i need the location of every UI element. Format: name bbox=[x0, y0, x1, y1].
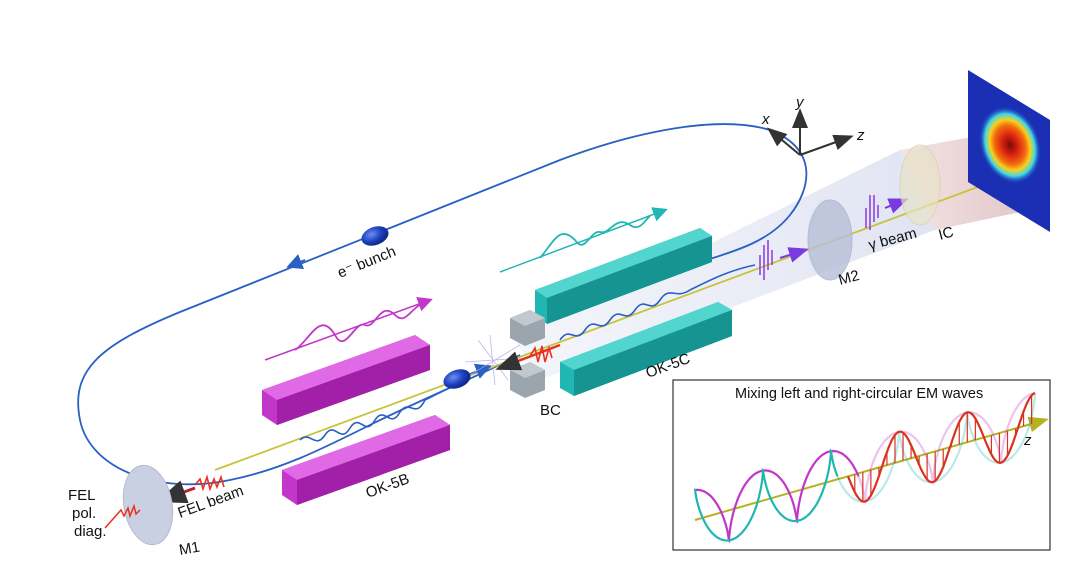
inset-title: Mixing left and right-circular EM waves bbox=[735, 386, 983, 402]
ok5b-lower-magnet bbox=[282, 415, 450, 505]
gamma-pulse-1 bbox=[759, 240, 773, 280]
bc-buncher bbox=[510, 310, 545, 398]
inset-z-axis bbox=[694, 416, 1049, 521]
label-ic: IC bbox=[937, 224, 956, 244]
coordinate-axes: y x z bbox=[761, 94, 865, 156]
electron-orbit bbox=[77, 123, 808, 486]
axis-label-y: y bbox=[795, 94, 805, 111]
inset-panel: Mixing left and right-circular EM waves … bbox=[672, 379, 1051, 551]
fel-wave-m1 bbox=[194, 474, 225, 492]
gamma-arrow-1 bbox=[779, 247, 809, 263]
right-circular-wave-faded bbox=[836, 393, 1037, 503]
electron-bunch-top bbox=[361, 226, 389, 246]
label-fel-diag-2: pol. bbox=[72, 505, 96, 522]
left-circular-wave-faded bbox=[857, 391, 1036, 505]
label-fel-diag-3: diag. bbox=[74, 523, 107, 540]
inset-axis-label: z bbox=[1023, 432, 1032, 449]
orbit-arrow bbox=[286, 254, 306, 269]
right-circular-wave bbox=[693, 448, 839, 542]
ok5c-electron-wiggle bbox=[559, 264, 756, 341]
gamma-pulse-2 bbox=[865, 195, 879, 230]
mirror-m1 bbox=[122, 464, 174, 546]
left-circular-wave bbox=[694, 449, 860, 544]
ok5c-lower-magnet bbox=[560, 302, 732, 396]
label-e-bunch: e⁻ bunch bbox=[335, 243, 398, 282]
inset-helical-waves bbox=[693, 391, 1037, 544]
axis-label-z: z bbox=[856, 127, 865, 144]
ok5c-upper-magnet bbox=[535, 228, 712, 324]
ok5c-polarization-wave bbox=[499, 207, 668, 273]
mirror-m2 bbox=[807, 199, 853, 281]
label-m2: M2 bbox=[837, 267, 862, 289]
fel-wave-bc bbox=[529, 345, 553, 363]
ok5b-undulator bbox=[262, 335, 450, 505]
axis-label-x: x bbox=[761, 111, 770, 128]
ok5c-undulator bbox=[535, 228, 732, 396]
label-m1: M1 bbox=[178, 539, 201, 559]
electron-bunch-bc bbox=[443, 369, 471, 389]
ok5b-upper-magnet bbox=[262, 335, 430, 425]
detector-image bbox=[968, 70, 1050, 232]
label-fel-diag-1: FEL bbox=[68, 487, 96, 504]
fel-diag-wave bbox=[104, 503, 141, 529]
ok5b-electron-wiggle bbox=[299, 389, 446, 442]
beam-axis bbox=[214, 174, 1011, 471]
imaging-camera-ic bbox=[899, 144, 941, 226]
label-bc: BC bbox=[540, 402, 561, 419]
ok5b-polarization-wave bbox=[264, 297, 433, 361]
